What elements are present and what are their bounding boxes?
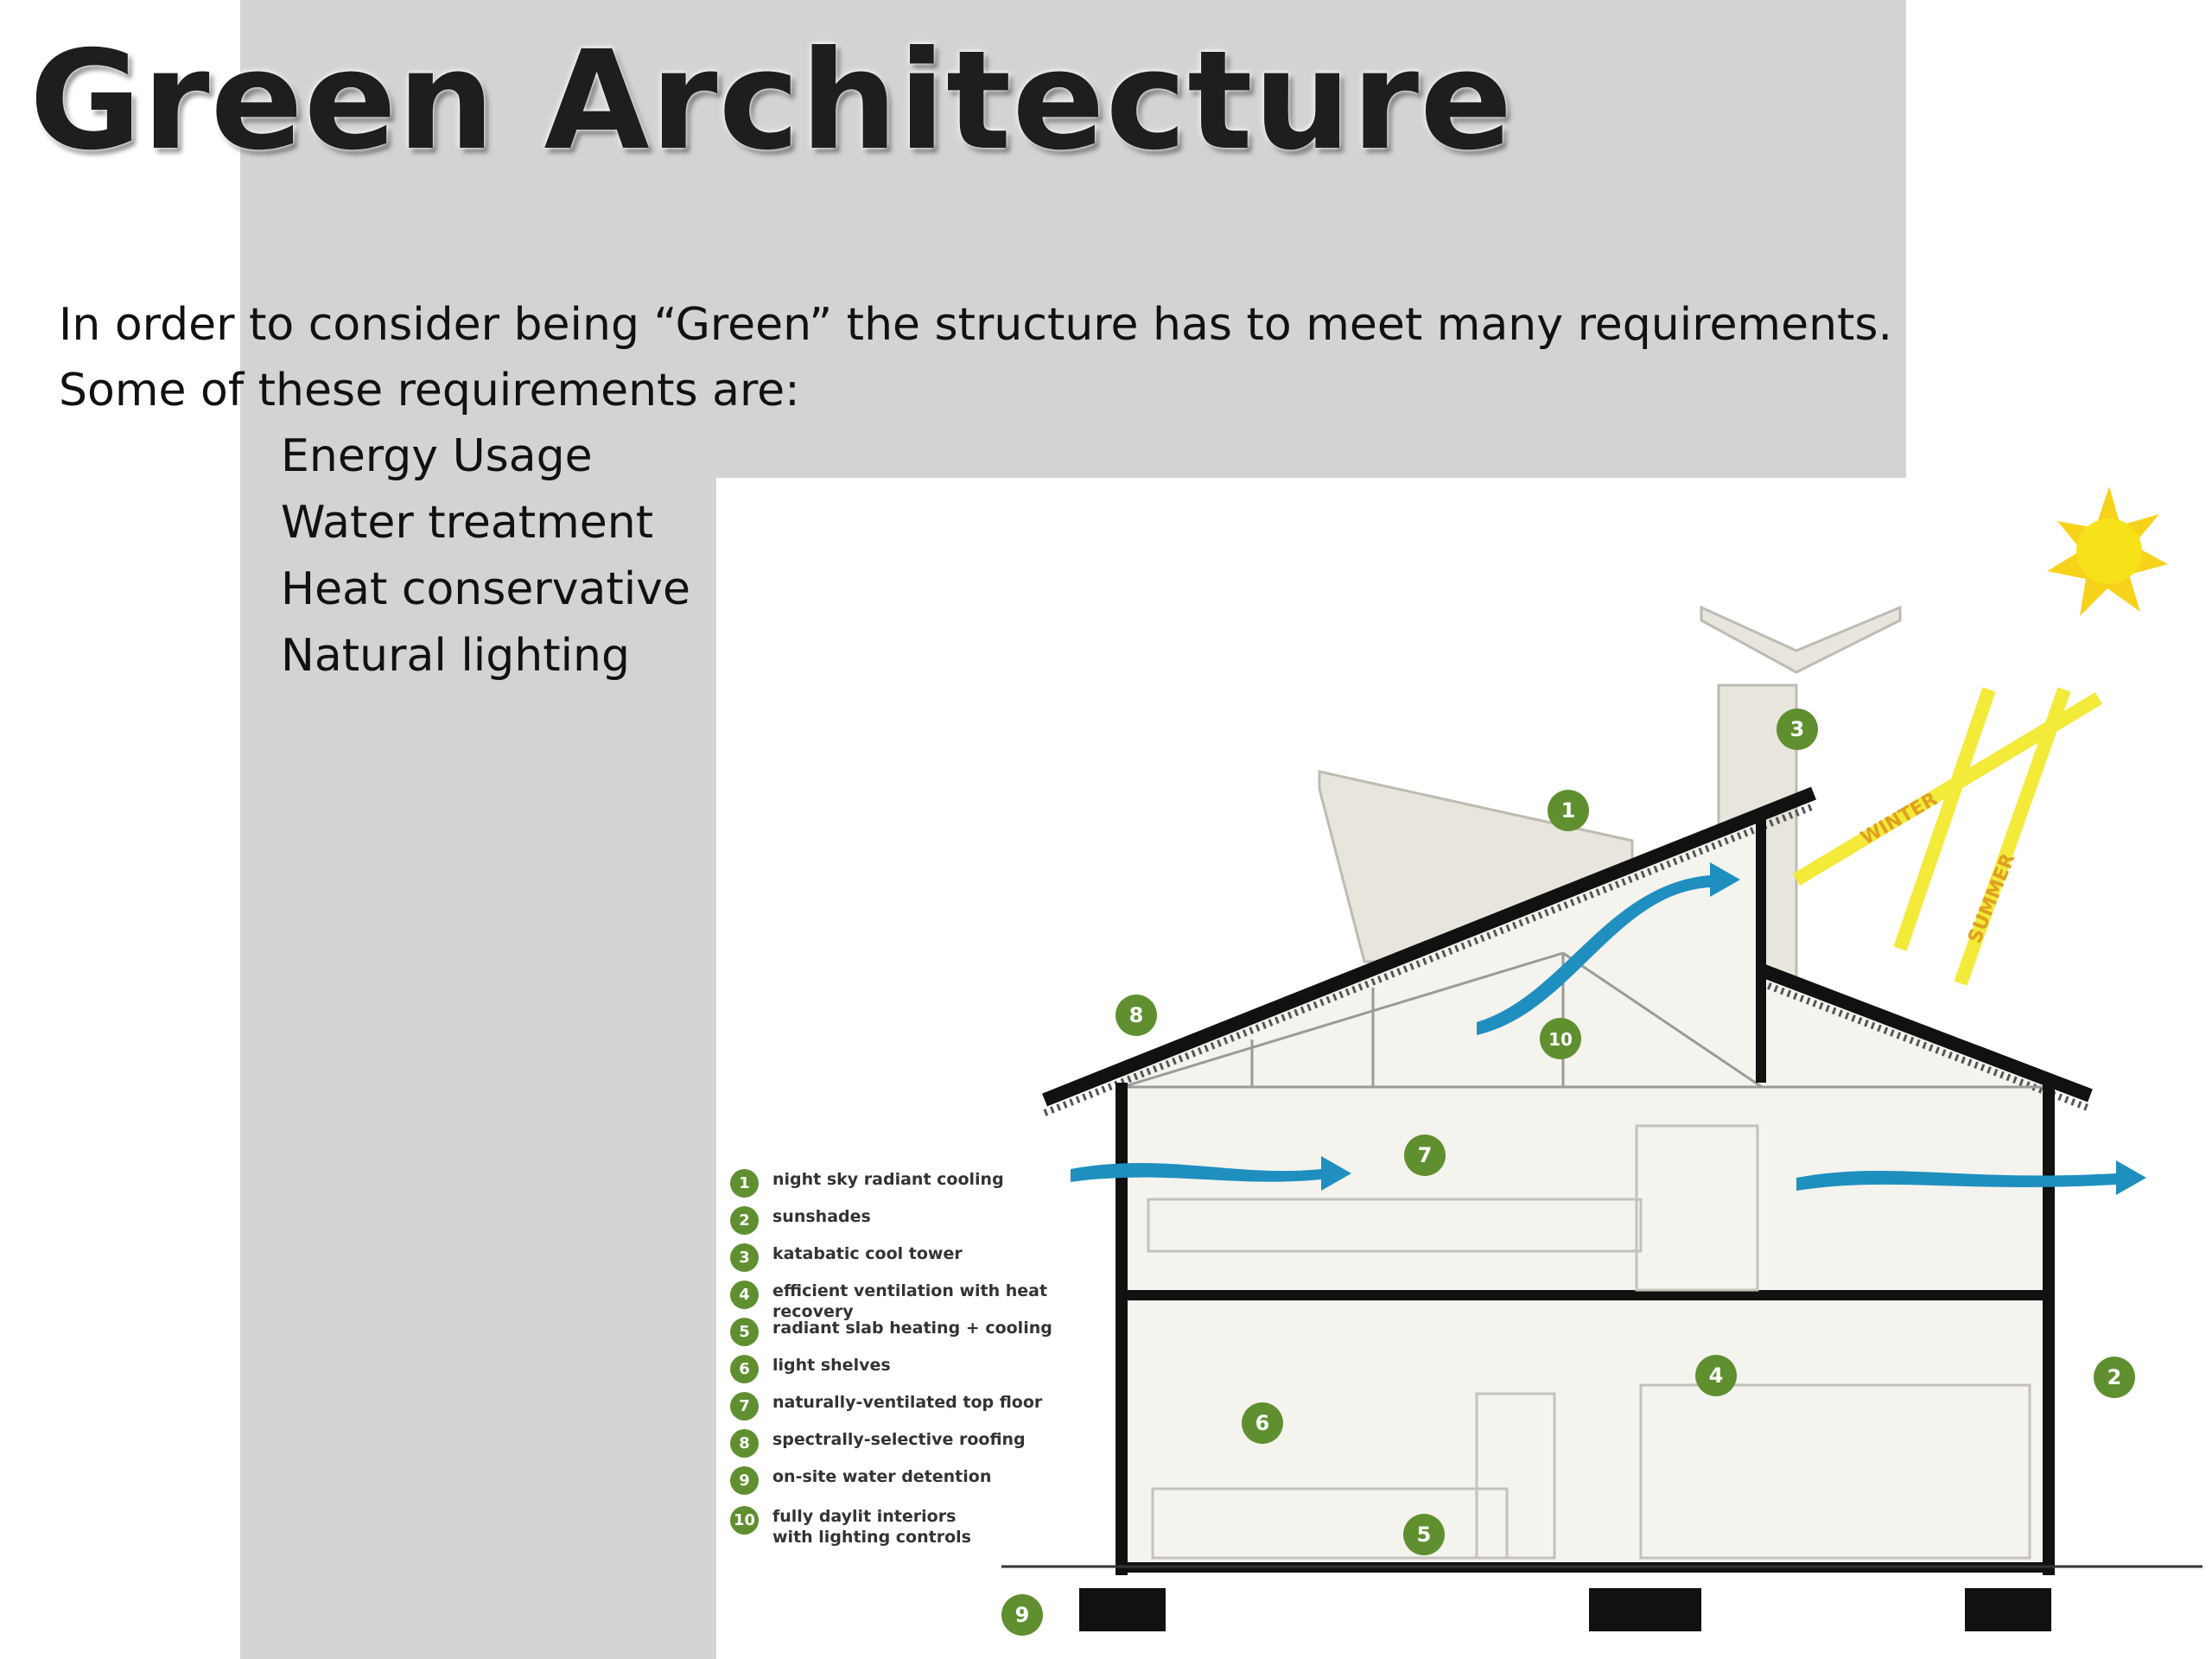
svg-text:1: 1 [1561,798,1576,823]
legend-text: naturally-ventilated top floor [772,1393,1043,1412]
interior-furniture [1147,1124,2031,1560]
main-roof [1042,786,1816,1107]
svg-text:7: 7 [1418,1143,1433,1167]
legend-item: 3 katabatic cool tower [730,1243,1118,1276]
marker-1: 1 [1548,790,1589,831]
svg-text:2: 2 [2107,1365,2122,1389]
svg-text:4: 4 [1709,1363,1724,1388]
legend-text: katabatic cool tower [772,1244,963,1263]
requirement-item: Water treatment [281,497,654,549]
legend-item: 8 spectrally-selective roofing [730,1429,1118,1462]
slide-title: Green Architecture [29,22,1514,181]
sun-rays [1792,687,2103,986]
legend-number: 8 [730,1429,759,1458]
svg-text:3: 3 [1790,717,1805,741]
marker-9: 9 [1001,1594,1043,1636]
upper-floor [1116,1290,2055,1300]
legend-number: 3 [730,1243,759,1272]
legend-text: on-site water detention [772,1467,992,1486]
legend-text: sunshades [772,1207,871,1226]
legend-number: 5 [730,1318,759,1346]
svg-text:6: 6 [1255,1411,1270,1435]
requirement-item: Energy Usage [281,430,593,482]
left-wall [1116,1083,1128,1575]
legend-number: 9 [730,1466,759,1495]
legend-item: 9 on-site water detention [730,1466,1118,1499]
legend-text: light shelves [772,1356,891,1375]
airflow-arrows [1071,862,2146,1195]
svg-text:9: 9 [1015,1603,1030,1627]
svg-text:8: 8 [1129,1003,1144,1027]
legend-text: efficient ventilation with heat recovery [772,1281,1048,1321]
intro-line-1: In order to consider being “Green” the s… [59,299,1893,351]
legend-number: 2 [730,1206,759,1235]
legend-item: 7 naturally-ventilated top floor [730,1392,1118,1425]
legend-item: 10 fully daylit interiors with lighting … [730,1506,988,1558]
intro-line-2: Some of these requirements are: [59,365,800,416]
footing [1079,1588,1166,1631]
footing [1965,1588,2051,1631]
svg-text:5: 5 [1417,1522,1432,1547]
cool-tower-cap [1700,605,1902,674]
lower-roof [1759,963,2093,1103]
marker-5: 5 [1403,1514,1445,1555]
house-section-diagram: WINTER SUMMER 1 2 3 4 5 6 7 8 9 10 [716,478,2212,1659]
legend-item: 2 sunshades [730,1206,1118,1239]
legend-text: fully daylit interiors with lighting con… [772,1507,971,1547]
marker-6: 6 [1242,1402,1283,1444]
legend-number: 7 [730,1392,759,1421]
requirement-item: Natural lighting [281,630,630,682]
legend-text: night sky radiant cooling [772,1170,1004,1189]
marker-10: 10 [1540,1018,1581,1059]
background-panel-left [240,478,716,1659]
legend-item: 5 radiant slab heating + cooling [730,1318,1118,1351]
legend-number: 6 [730,1355,759,1383]
right-wall [2043,1083,2055,1575]
marker-2: 2 [2094,1357,2135,1398]
sun [2047,486,2168,616]
legend-number: 4 [730,1281,759,1309]
svg-text:10: 10 [1548,1029,1573,1050]
marker-4: 4 [1695,1355,1737,1396]
legend-text: radiant slab heating + cooling [772,1319,1052,1338]
requirements-list: Energy Usage Water treatment Heat conser… [281,423,690,690]
marker-7: 7 [1404,1135,1446,1176]
footing [1589,1588,1701,1631]
diagram-canvas: WINTER SUMMER 1 2 3 4 5 6 7 8 9 10 [716,478,2212,1659]
legend-item: 4 efficient ventilation with heat recove… [730,1281,1118,1321]
center-column [1756,815,1766,1083]
legend-item: 6 light shelves [730,1355,1118,1388]
requirement-item: Heat conservative [281,563,690,615]
legend-number: 10 [730,1506,759,1535]
background-panel [240,0,1906,478]
legend-item: 1 night sky radiant cooling [730,1169,1118,1202]
marker-3: 3 [1777,709,1818,750]
marker-8: 8 [1116,995,1157,1036]
legend-text: spectrally-selective roofing [772,1430,1026,1449]
intro-text: In order to consider being “Green” the s… [59,292,1892,423]
legend-number: 1 [730,1169,759,1198]
